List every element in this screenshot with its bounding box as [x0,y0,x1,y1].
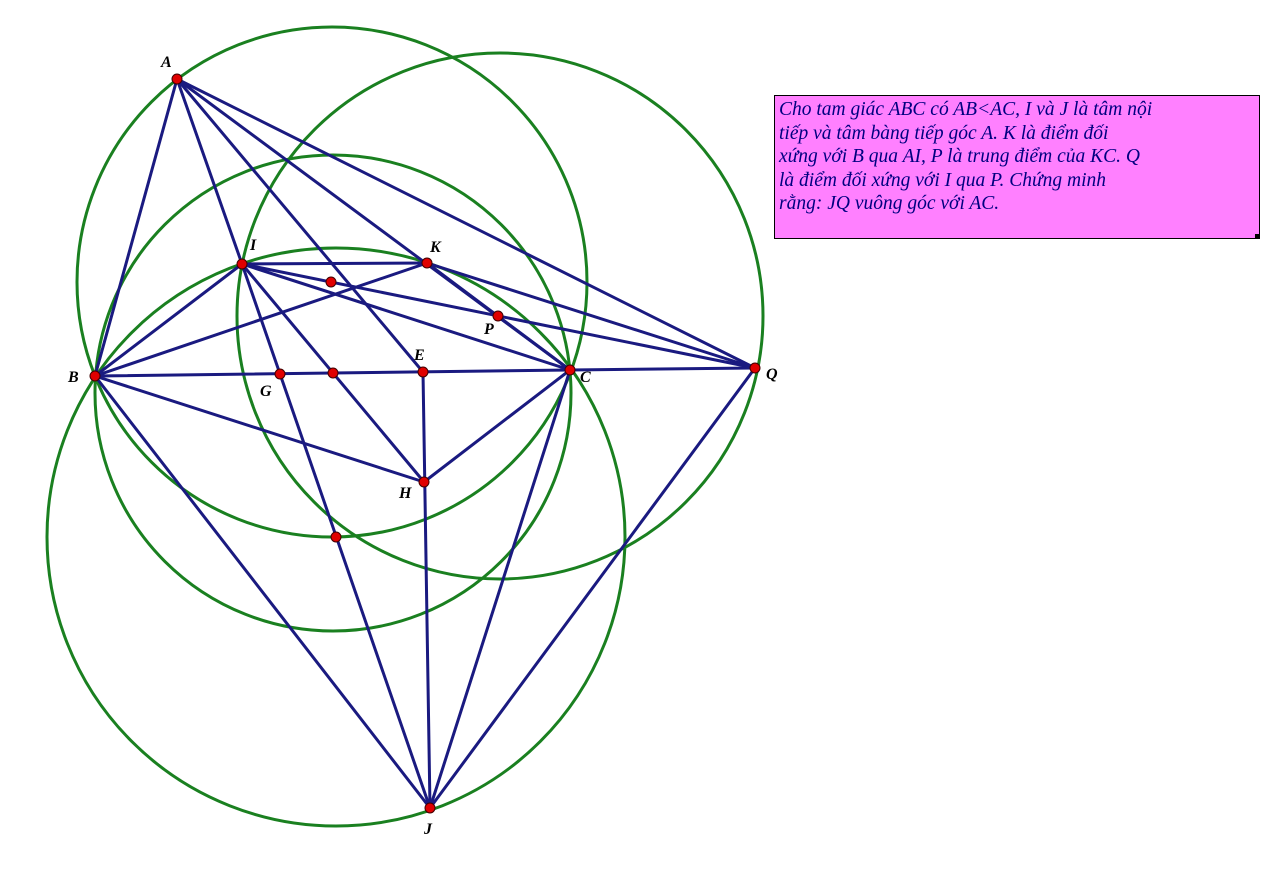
label-H: H [398,485,412,502]
segment-CQ [568,366,757,372]
segment-BK [93,261,429,378]
point-B[interactable] [89,370,101,382]
label-J: J [423,821,433,838]
label-G: G [260,383,272,400]
circle-IKC-Q [235,51,765,581]
problem-line-1: Cho tam giác ABC có AB<AC, I và J là tâm… [779,99,1153,120]
point-P[interactable] [492,310,504,322]
circle-BIC [93,153,573,633]
segment-CH [422,368,572,484]
point-H[interactable] [418,476,430,488]
label-A: A [160,54,172,71]
label-P: P [483,321,494,338]
segment-BJ [93,374,432,810]
circles [45,25,765,828]
label-B: B [67,369,79,386]
segment-AE [175,77,425,374]
point-C[interactable] [564,364,576,376]
segment-BH [93,374,426,484]
problem-line-2: tiếp và tâm bàng tiếp góc A. K là điểm đ… [779,122,1109,144]
point-E[interactable] [417,366,429,378]
segment-IB [93,262,244,378]
segment-AB [93,77,179,378]
point-M1[interactable] [325,276,337,288]
circle-BCJ [45,246,627,828]
segment-KQ [425,261,757,370]
problem-line-5: rằng: JQ vuông góc với AC. [779,193,1000,214]
point-Q[interactable] [749,362,761,374]
label-Q: Q [766,366,778,383]
segment-IK [240,261,429,266]
problem-line-3: xứng với B qua AI, P là trung điểm của K… [779,146,1140,167]
label-I: I [249,237,257,254]
label-C: C [580,369,591,386]
segment-AI [175,77,244,266]
point-labels: A B C I K P E G H Q J [67,54,778,838]
problem-line-4: là điểm đối xứng với I qua P. Chứng minh [779,169,1107,191]
segment-AQ [175,77,757,370]
label-K: K [429,239,442,256]
point-M2[interactable] [327,367,339,379]
segments [93,77,757,810]
segment-EJ [421,370,432,810]
label-E: E [413,347,425,364]
point-J[interactable] [424,802,436,814]
point-K[interactable] [421,257,433,269]
points [89,73,761,814]
segment-QJ [428,366,757,810]
point-A[interactable] [171,73,183,85]
point-M3[interactable] [330,531,342,543]
segment-IC [240,262,572,372]
problem-statement-box[interactable]: Cho tam giác ABC có AB<AC, I và J là tâm… [774,95,1260,239]
resize-handle[interactable] [1255,234,1260,239]
point-G[interactable] [274,368,286,380]
segment-CJ [428,368,572,810]
point-I[interactable] [236,258,248,270]
